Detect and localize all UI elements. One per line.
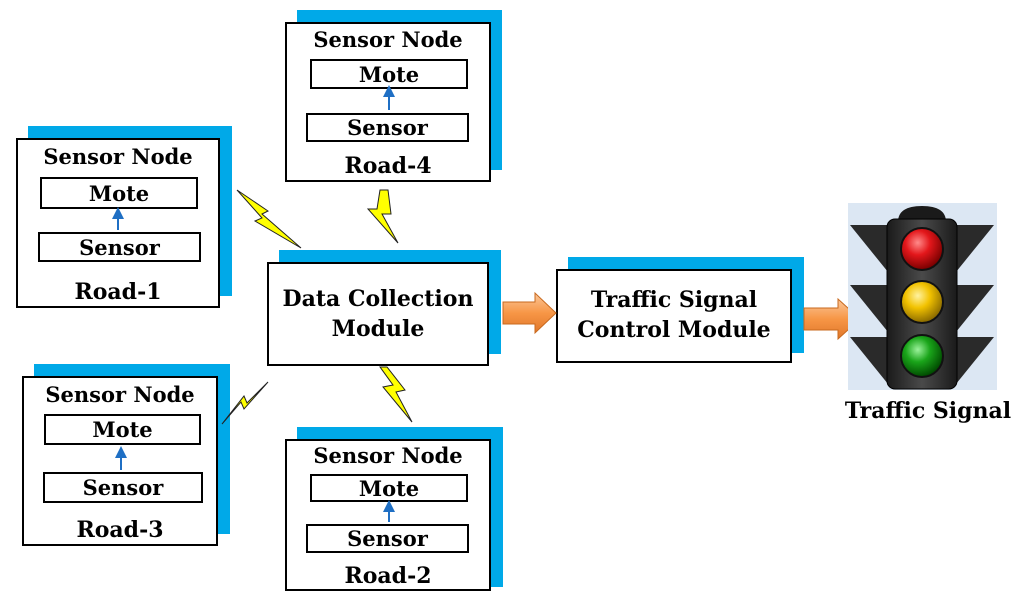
sensor-box: Sensor bbox=[306, 113, 469, 142]
road-label: Road-2 bbox=[344, 563, 432, 589]
road-label: Road-4 bbox=[344, 153, 432, 179]
traffic-light-icon bbox=[848, 203, 997, 390]
mote-box: Mote bbox=[40, 177, 198, 209]
mote-arrow-road2 bbox=[383, 500, 395, 522]
traffic-signal-control-module: Traffic Signal Control Module bbox=[556, 269, 792, 363]
sensor-box: Sensor bbox=[43, 472, 203, 503]
mote-arrow-road4 bbox=[383, 85, 395, 110]
arrow-to-control-module bbox=[502, 291, 557, 335]
data-collection-module: Data Collection Module bbox=[267, 262, 489, 366]
lightning-bolt-road1 bbox=[236, 189, 302, 249]
lightning-bolt-road4 bbox=[366, 189, 399, 244]
node-title: Sensor Node bbox=[313, 27, 463, 52]
road-label: Road-1 bbox=[74, 279, 162, 305]
road2-sensor-node: Sensor Node Mote Sensor Road-2 bbox=[285, 439, 491, 591]
lightning-bolt-road2 bbox=[379, 366, 413, 423]
sensor-box: Sensor bbox=[38, 232, 201, 262]
mote-arrow-road1 bbox=[112, 207, 124, 230]
node-title: Sensor Node bbox=[43, 144, 193, 169]
node-title: Sensor Node bbox=[313, 443, 463, 468]
traffic-signal-label: Traffic Signal bbox=[844, 398, 1012, 424]
data-collection-line1: Data Collection bbox=[282, 286, 474, 312]
red-light bbox=[900, 227, 944, 271]
traffic-control-line1: Traffic Signal bbox=[590, 287, 758, 313]
mote-box: Mote bbox=[310, 59, 468, 89]
mote-arrow-road3 bbox=[115, 446, 127, 470]
data-collection-line2: Module bbox=[331, 316, 425, 342]
mote-box: Mote bbox=[44, 414, 201, 445]
green-light bbox=[900, 334, 944, 378]
lightning-bolt-road3 bbox=[221, 381, 269, 425]
node-title: Sensor Node bbox=[45, 382, 195, 407]
traffic-control-line2: Control Module bbox=[577, 317, 771, 343]
sensor-box: Sensor bbox=[306, 524, 469, 553]
amber-light bbox=[900, 280, 944, 324]
road-label: Road-3 bbox=[76, 517, 164, 543]
